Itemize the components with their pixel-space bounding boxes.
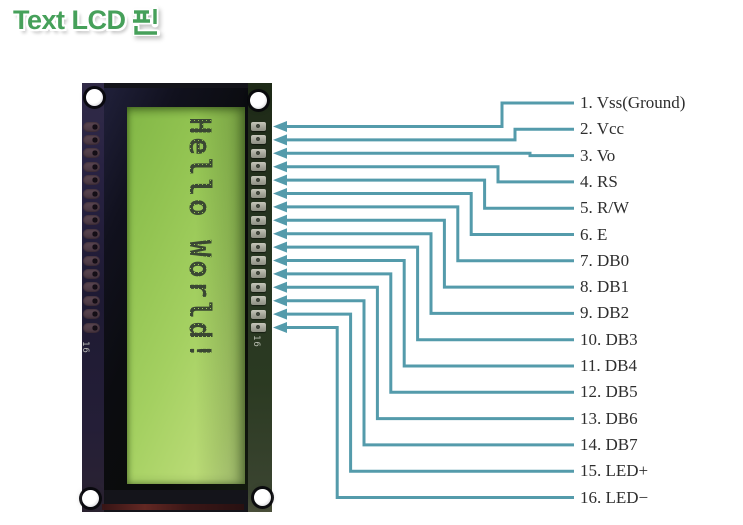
- pin-arrow-icon-15: [273, 308, 287, 320]
- pin-arrow-icon-11: [273, 255, 287, 266]
- lcd-right-pad-11: [251, 256, 266, 265]
- connector-line-4: [285, 165, 574, 184]
- lcd-right-pad-12: [251, 269, 266, 279]
- lcd-right-pad-3: [251, 148, 266, 158]
- pin-arrow-icon-8: [273, 214, 287, 226]
- lcd-left-pad-13: [83, 282, 100, 293]
- pin-arrow-icon-13: [273, 281, 287, 293]
- mounting-hole-bottom-right: [254, 489, 271, 506]
- lcd-left-pad-7: [83, 201, 100, 212]
- pin-arrow-icon-1: [273, 121, 287, 132]
- pin-label-2: 2. Vcc: [580, 119, 625, 139]
- lcd-right-pad-9: [251, 229, 266, 239]
- lcd-left-pad-16: [83, 322, 100, 333]
- connector-line-1: [285, 101, 574, 128]
- pin-arrow-icon-3: [273, 147, 287, 159]
- lcd-screen-text: Hello World!: [183, 117, 217, 363]
- pin-label-15: 15. LED+: [580, 461, 649, 481]
- pin-arrow-icon-9: [273, 228, 287, 240]
- connector-line-12: [285, 272, 574, 394]
- lcd-left-pad-2: [83, 134, 100, 145]
- connector-line-6: [285, 192, 574, 236]
- pin-arrow-icon-14: [273, 295, 287, 307]
- pin-label-6: 6. E: [580, 224, 608, 244]
- lcd-left-pad-5: [83, 175, 100, 186]
- connector-line-5: [285, 178, 574, 210]
- page-title-text: Text LCD: [13, 4, 126, 35]
- connector-line-16: [285, 326, 574, 499]
- pin-label-9: 9. DB2: [580, 303, 630, 323]
- lcd-left-pad-15: [83, 309, 100, 320]
- lcd-left-pad-14: [83, 295, 100, 306]
- lcd-right-pad-10: [251, 242, 266, 252]
- silkscreen-16-left: 16: [80, 341, 90, 354]
- silkscreen-16-right: 16: [251, 335, 261, 348]
- pin-label-12: 12. DB5: [580, 382, 638, 402]
- mounting-hole-bottom-left: [82, 490, 99, 507]
- pin-arrow-icon-2: [273, 134, 287, 146]
- connector-line-11: [285, 259, 574, 368]
- pin-arrow-icon-12: [273, 268, 287, 280]
- lcd-left-pad-11: [83, 255, 100, 266]
- connector-line-10: [285, 245, 574, 342]
- page-title: Text LCD: [13, 4, 160, 36]
- lcd-right-pad-7: [251, 202, 266, 212]
- pin-label-11: 11. DB4: [580, 356, 637, 375]
- lcd-left-pad-8: [83, 215, 100, 226]
- lcd-right-pad-14: [251, 296, 266, 306]
- lcd-right-pad-8: [251, 215, 266, 225]
- lcd-left-pad-4: [83, 161, 100, 172]
- hangul-pin-glyph: [132, 6, 160, 36]
- pin-label-7: 7. DB0: [580, 250, 630, 270]
- lcd-right-pad-15: [251, 309, 266, 319]
- pin-label-13: 13. DB6: [580, 408, 638, 428]
- lcd-left-pad-10: [83, 242, 100, 253]
- lcd-right-pad-6: [251, 189, 266, 198]
- mounting-hole-top-left: [86, 89, 103, 106]
- lcd-left-pad-12: [83, 268, 100, 279]
- lcd-left-pad-9: [83, 228, 100, 239]
- lcd-left-pad-3: [83, 148, 100, 159]
- pin-arrow-icon-16: [273, 322, 287, 333]
- lcd-right-pad-13: [251, 282, 266, 292]
- lcd-right-pad-1: [251, 122, 266, 131]
- lcd-right-pad-16: [251, 323, 266, 332]
- connector-line-15: [285, 312, 574, 473]
- pin-label-8: 8. DB1: [580, 277, 630, 297]
- pin-label-16: 16. LED−: [580, 487, 649, 507]
- connector-line-13: [285, 285, 574, 421]
- pin-arrow-icon-5: [273, 174, 287, 186]
- lcd-right-pad-2: [251, 135, 266, 145]
- pin-label-1: 1. Vss(Ground): [580, 93, 686, 112]
- pin-label-3: 3. Vo: [580, 145, 616, 165]
- pin-arrow-icon-4: [273, 161, 287, 173]
- lcd-module: Hello World! 16 16: [80, 83, 272, 512]
- connector-line-3: [285, 151, 574, 158]
- connector-line-2: [285, 127, 574, 142]
- connector-line-14: [285, 299, 574, 447]
- pin-label-4: 4. RS: [580, 171, 618, 191]
- pin-label-14: 14. DB7: [580, 434, 638, 454]
- pin-arrow-icon-7: [273, 201, 287, 213]
- lcd-right-pad-5: [251, 175, 266, 185]
- connector-line-7: [285, 205, 574, 263]
- lcd-left-pad-1: [83, 121, 100, 132]
- connector-line-8: [285, 218, 574, 289]
- lcd-left-pad-6: [83, 188, 100, 199]
- connector-line-9: [285, 232, 574, 315]
- lcd-right-pad-4: [251, 162, 266, 172]
- pin-label-5: 5. R/W: [580, 198, 630, 218]
- mounting-hole-top-right: [250, 92, 267, 109]
- pin-arrow-icon-10: [273, 241, 287, 253]
- lcd-backlight-strip: [102, 504, 244, 510]
- pin-label-10: 10. DB3: [580, 329, 638, 349]
- lcd-screen: Hello World!: [127, 107, 245, 484]
- pin-arrow-icon-6: [273, 188, 287, 199]
